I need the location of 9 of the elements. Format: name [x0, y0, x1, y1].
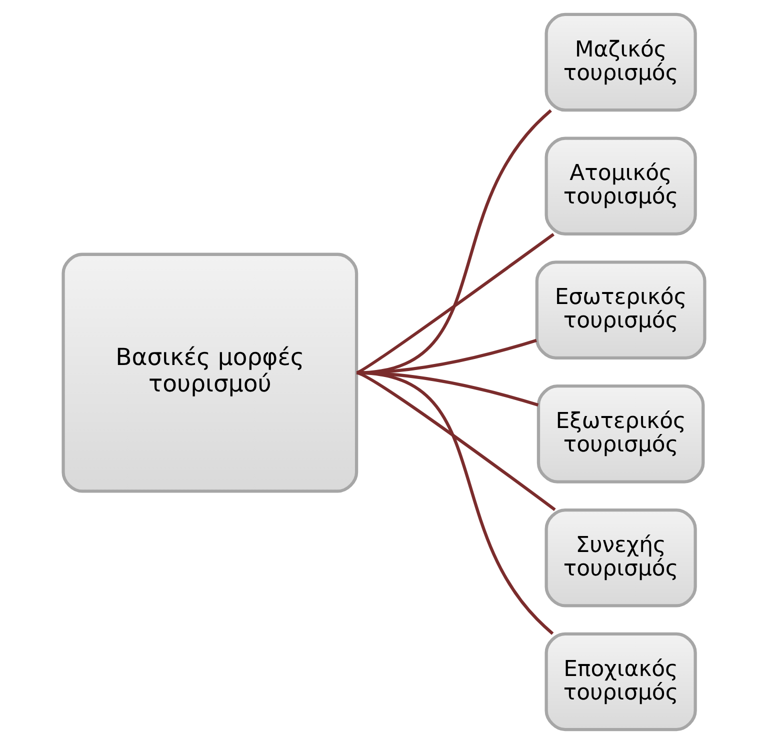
node-box: Εποχιακός τουρισμός	[544, 632, 697, 732]
node-box: Εσωτερικός τουρισμός	[535, 260, 706, 360]
node-box: Βασικές μορφές τουρισμού	[62, 252, 358, 493]
node-box: Μαζικός τουρισμός	[544, 12, 697, 112]
connector	[356, 232, 554, 374]
connector	[356, 371, 556, 511]
node-box: Ατομικός τουρισμός	[544, 136, 697, 236]
node-box: Συνεχής τουρισμός	[544, 508, 697, 608]
node-box: Εξωτερικός τουρισμός	[536, 384, 705, 484]
